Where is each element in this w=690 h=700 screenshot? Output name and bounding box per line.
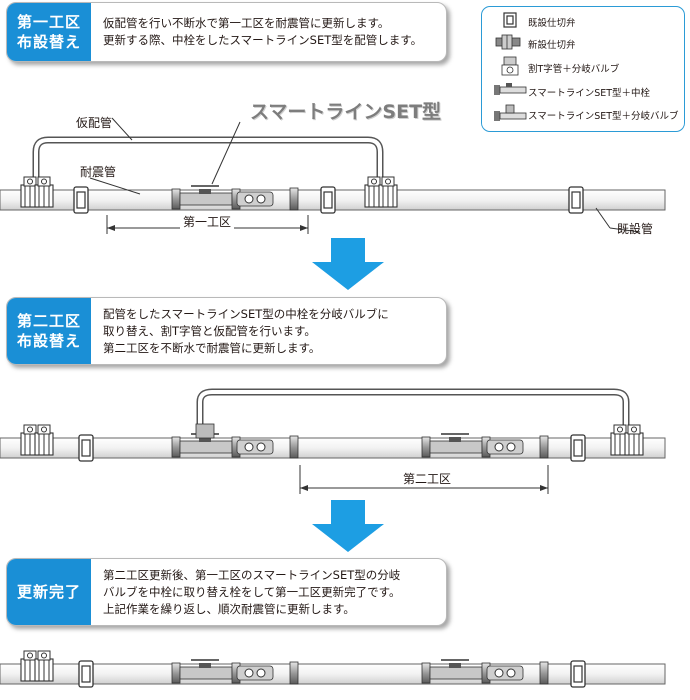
diagram-1 — [0, 117, 666, 234]
leader-line — [111, 117, 133, 141]
pipe-coupler — [236, 665, 274, 681]
main-pipe — [0, 437, 666, 459]
step-2-badge-line1: 第二工区 — [16, 312, 81, 330]
step-3-box: 更新完了 第二工区更新後、第一工区のスマートラインSET型の分岐 バルブを中栓に… — [6, 558, 447, 626]
seismic-pipe-label: 耐震管 — [80, 165, 117, 179]
step-2-line: 配管をしたスマートラインSET型の中栓を分岐バルブに — [103, 306, 389, 321]
pipe-flange — [289, 435, 299, 459]
step-1-badge: 第一工区 布設替え — [7, 3, 91, 61]
pipe-fitting — [73, 186, 89, 214]
step-3-badge-line1: 更新完了 — [16, 583, 81, 601]
new-gate-valve-icon — [495, 34, 521, 50]
step-3-line: バルブを中栓に取り替え栓をして第一工区更新完了です。 — [103, 584, 401, 599]
step-1-line: 仮配管を行い不断水で第一工区を耐震管に更新します。 — [103, 16, 390, 30]
down-arrow — [312, 500, 384, 552]
step-3-line: 上記作業を繰り返し、順次耐震管に更新します。 — [103, 601, 355, 616]
existing-pipe-label: 既設管 — [617, 222, 654, 236]
down-arrow — [312, 238, 384, 290]
pipe-fitting — [78, 434, 94, 462]
diagram-3 — [0, 650, 666, 688]
leader-line — [609, 227, 641, 233]
pipe-fitting — [570, 434, 586, 462]
pipe-fitting — [568, 186, 584, 214]
pipe-coupler — [486, 665, 524, 681]
diagram-2 — [0, 388, 666, 494]
main-pipe — [0, 663, 666, 685]
legend-label: 新設仕切弁 — [528, 40, 576, 51]
existing-gate-valve — [378, 176, 398, 208]
pipe-coupler — [236, 439, 274, 455]
section-2-label: 第二工区 — [400, 470, 455, 487]
leader-line — [211, 121, 241, 185]
legend-label: スマートラインSET型＋中栓 — [528, 88, 651, 99]
smartline-set-headline: スマートラインSET型 — [250, 101, 442, 123]
pipe-flange — [539, 661, 549, 685]
step-3-badge: 更新完了 — [7, 559, 91, 625]
pipe-flange — [539, 435, 549, 459]
step-2-description: 配管をしたスマートラインSET型の中栓を分岐バルブに 取り替え、割T字管と仮配管… — [103, 298, 438, 364]
step-1-badge-line1: 第一工区 — [16, 13, 81, 31]
legend-label: スマートラインSET型＋分岐バルブ — [528, 111, 679, 122]
pipe-fitting — [78, 660, 94, 688]
section-1-label: 第一工区 — [180, 213, 235, 230]
pipe-flange — [289, 187, 299, 211]
step-2-badge-line2: 布設替え — [16, 332, 81, 350]
legend-label: 割T字管＋分岐バルブ — [528, 64, 620, 75]
step-1-description: 仮配管を行い不断水で第一工区を耐震管に更新します。 更新する際、中栓をしたスマー… — [103, 3, 438, 61]
temporary-pipe — [196, 388, 630, 432]
existing-gate-valve — [34, 424, 54, 456]
step-1-badge-line2: 布設替え — [16, 33, 81, 51]
split-tee-branch-valve-icon — [501, 56, 519, 76]
step-1-box: 第一工区 布設替え 仮配管を行い不断水で第一工区を耐震管に更新します。 更新する… — [6, 2, 447, 62]
existing-gate-valve-icon — [503, 12, 517, 28]
step-2-badge: 第二工区 布設替え — [7, 298, 91, 364]
step-2-line: 取り替え、割T字管と仮配管を行います。 — [103, 323, 316, 338]
smartline-set-branch-valve-icon — [494, 104, 527, 121]
step-3-line: 第二工区更新後、第一工区のスマートラインSET型の分岐 — [103, 567, 401, 582]
step-1-line: 更新する際、中栓をしたスマートラインSET型を配管します。 — [103, 33, 423, 47]
leader-line — [89, 177, 141, 195]
pipe-coupler — [236, 191, 274, 207]
smartline-set-plug-icon — [494, 83, 527, 95]
existing-gate-valve — [34, 176, 54, 208]
legend-box: 既設仕切弁 新設仕切弁 割T字管＋分岐バルブ スマートラインSET型＋中栓 スマ… — [481, 6, 685, 132]
existing-gate-valve — [34, 650, 54, 682]
pipe-flange — [289, 661, 299, 685]
step-3-description: 第二工区更新後、第一工区のスマートラインSET型の分岐 バルブを中栓に取り替え栓… — [103, 559, 438, 625]
step-2-box: 第二工区 布設替え 配管をしたスマートラインSET型の中栓を分岐バルブに 取り替… — [6, 297, 447, 365]
legend-label: 既設仕切弁 — [528, 18, 576, 29]
temporary-pipe-label: 仮配管 — [76, 116, 113, 130]
existing-gate-valve — [624, 424, 644, 456]
pipe-fitting — [570, 660, 586, 688]
step-2-line: 第二工区を不断水で耐震管に更新します。 — [103, 340, 321, 355]
pipe-fitting — [320, 186, 336, 214]
legend-icons — [494, 12, 527, 121]
pipe-coupler — [486, 439, 524, 455]
